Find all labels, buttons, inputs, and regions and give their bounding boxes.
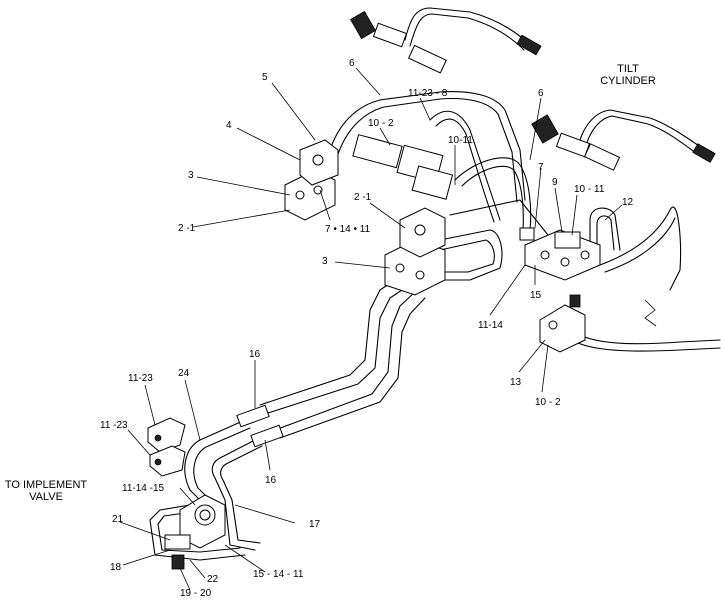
hose-17-b — [220, 445, 263, 544]
callout-11-23-8: 11-23 - 8 — [408, 88, 448, 99]
tube-12-loop — [589, 207, 621, 256]
hose-tilt-right — [579, 109, 706, 151]
callout-11-14a: 11-14 — [478, 320, 503, 331]
callout-13: 13 — [510, 377, 522, 388]
tilt-cylinder-label-2: CYLINDER — [600, 75, 656, 87]
tube-mid-down-b — [264, 287, 406, 415]
hose-17 — [211, 439, 256, 551]
callout-3b: 3 — [322, 256, 328, 267]
tilt-cylinder-label-1: TILT — [617, 63, 639, 75]
labels: TILT CYLINDER TO IMPLEMENT VALVE 5 6 11-… — [5, 58, 656, 599]
hose-lower-left — [149, 504, 246, 561]
fittings-11-23 — [147, 417, 186, 477]
leader-lines — [119, 67, 623, 591]
callout-24: 24 — [178, 368, 190, 379]
fitting-top-left — [350, 10, 542, 74]
valve-block-left — [284, 134, 403, 221]
callout-10-11b: 10 - 11 — [574, 184, 605, 195]
callout-10-2b: 10 - 2 — [535, 397, 561, 408]
fitting-tilt-right — [531, 114, 716, 171]
valve-block-mid — [384, 207, 446, 296]
tube-6b-b — [461, 165, 524, 231]
tube-to-valve — [449, 199, 561, 251]
break-line — [644, 299, 657, 327]
tube-12-right-b — [604, 217, 676, 273]
couplings-16 — [236, 404, 284, 448]
callout-22: 22 — [207, 574, 219, 585]
callout-7-14-11: 7 • 14 • 11 — [325, 224, 371, 235]
hose-13 — [579, 334, 721, 345]
callout-5: 5 — [262, 72, 268, 83]
tube-mid-right — [439, 229, 503, 281]
tube-12-right — [599, 206, 682, 291]
callout-12: 12 — [622, 197, 634, 208]
callout-11-14-15: 11-14 -15 — [122, 483, 165, 494]
hose-24 — [184, 419, 246, 506]
valve-block-right — [519, 227, 601, 281]
hose-top-left-b — [409, 13, 525, 51]
callout-2-1a: 2 -1 — [178, 223, 196, 234]
callout-6b: 6 — [538, 88, 544, 99]
tube-mid-down-d — [279, 297, 426, 439]
callout-11-23a: 11-23 — [128, 373, 153, 384]
tube-mid-down — [259, 279, 396, 406]
implement-valve-label-2: VALVE — [29, 491, 63, 503]
tube-12-loop-b — [596, 215, 615, 256]
hose-24-b — [193, 427, 251, 503]
callout-4: 4 — [226, 120, 232, 131]
hose-tilt-right-b — [585, 115, 701, 157]
components — [147, 10, 716, 570]
callout-6a: 6 — [349, 58, 355, 69]
valve-block-top-mid — [396, 144, 454, 200]
callout-21: 21 — [112, 514, 124, 525]
tube-6b — [454, 157, 532, 231]
callout-10-2a: 10 - 2 — [368, 118, 394, 129]
hose-lines — [149, 7, 721, 561]
callout-7a: 7 — [538, 162, 544, 173]
callout-2-1b: 2 -1 — [354, 192, 372, 203]
callout-16b: 16 — [265, 475, 277, 486]
callout-18: 18 — [110, 562, 122, 573]
tube-mid-down-c — [274, 291, 416, 431]
hose-13-b — [577, 342, 721, 352]
callout-15-14-11: 15 - 14 - 11 — [253, 569, 304, 580]
valve-13 — [539, 294, 586, 353]
tube-10-11-b — [435, 118, 495, 223]
callout-10-11a: 10-11 — [448, 135, 473, 146]
hose-top-left — [404, 7, 531, 46]
callout-15a: 15 — [530, 290, 542, 301]
implement-valve-label-1: TO IMPLEMENT — [5, 479, 88, 491]
callout-16a: 16 — [249, 349, 261, 360]
tube-6a-b — [337, 98, 518, 203]
tube-6a — [329, 91, 526, 201]
callout-11-23b: 11 -23 — [100, 420, 128, 431]
tube-10-11 — [429, 110, 501, 221]
callout-9: 9 — [552, 177, 558, 188]
tube-mid-right-b — [439, 239, 495, 273]
callout-3a: 3 — [188, 170, 194, 181]
callout-17: 17 — [309, 519, 321, 530]
valve-bottom-left — [164, 494, 226, 570]
hose-lower-left-b — [157, 511, 241, 553]
callout-19-20: 19 - 20 — [180, 588, 212, 599]
